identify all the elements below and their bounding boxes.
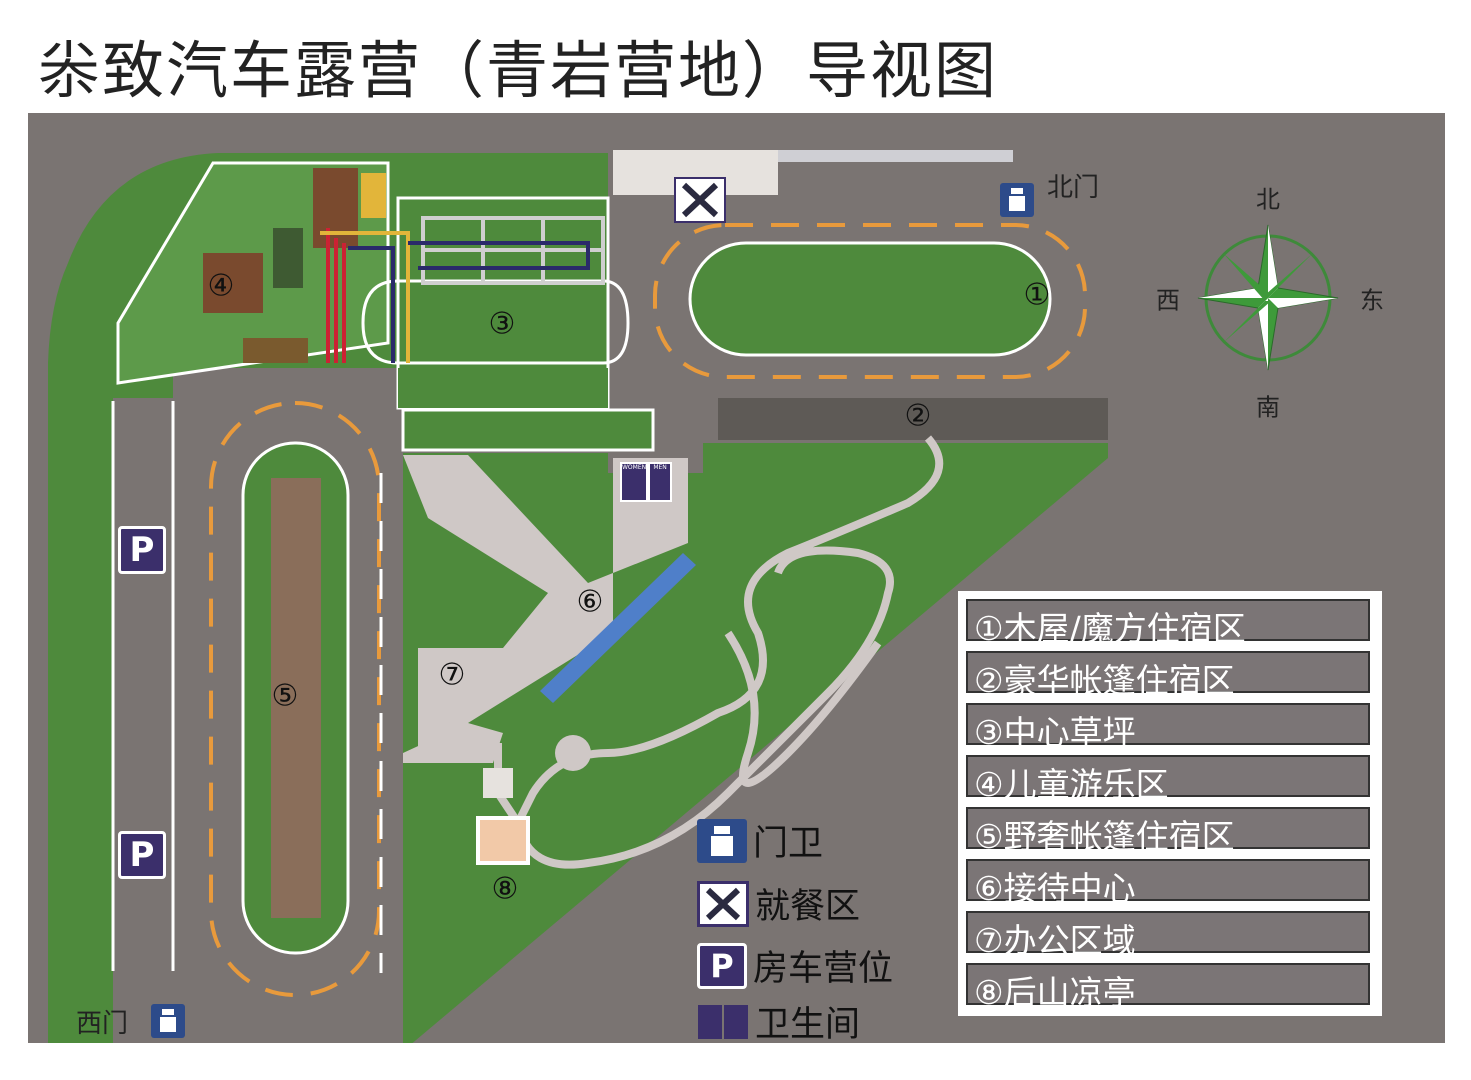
zone-legend: ①木屋/魔方住宿区 ②豪华帐篷住宿区 ③中心草坪 ④儿童游乐区 ⑤野奢帐篷住宿区…: [958, 591, 1382, 1016]
key-parking-label: 房车营位: [753, 949, 894, 989]
compass-rose: [1197, 224, 1339, 371]
key-dining-label: 就餐区: [755, 887, 861, 927]
compass-west-label: 西: [1156, 286, 1180, 315]
zone-marker-2[interactable]: ②: [904, 398, 932, 434]
legend-row-6[interactable]: ⑥接待中心: [966, 859, 1370, 908]
parking-map-icon-2[interactable]: P: [118, 831, 166, 879]
parking-edges: [111, 401, 175, 971]
legend-row-4[interactable]: ④儿童游乐区: [966, 755, 1370, 804]
guard-icon: [160, 1009, 176, 1032]
compass-north-label: 北: [1256, 185, 1280, 214]
west-guard-map-icon[interactable]: [151, 1004, 185, 1038]
track-yellow: [320, 231, 410, 363]
wild-tent-row: [271, 478, 321, 918]
legend-row-label: ⑦办公区域: [974, 921, 1136, 960]
zone-marker-4[interactable]: ④: [207, 268, 235, 304]
key-parking: P 房车营位: [697, 940, 893, 991]
parking-map-icon-1[interactable]: P: [118, 526, 166, 574]
north-guard-map-icon[interactable]: [1000, 183, 1034, 217]
toilet-men-icon: MEN: [650, 464, 670, 500]
north-gate-label: 北门: [1047, 173, 1100, 203]
luxury-tent-row: [718, 398, 1108, 440]
north-gate-bar: [778, 150, 1013, 162]
cabin-loop-road: [653, 223, 1087, 379]
legend-row-1[interactable]: ①木屋/魔方住宿区: [966, 599, 1370, 648]
legend-row-label: ⑧后山凉亭: [974, 973, 1136, 1012]
office-plaza: [403, 723, 503, 763]
zone-marker-1[interactable]: ①: [1023, 277, 1051, 313]
dining-map-icon[interactable]: [674, 177, 726, 223]
key-toilet-label: 卫生间: [755, 1005, 861, 1045]
play-pad: [203, 253, 263, 313]
legend-row-label: ⑥接待中心: [974, 869, 1136, 908]
cabin-zone: [688, 241, 1052, 357]
legend-row-label: ④儿童游乐区: [974, 765, 1169, 804]
legend-row-8[interactable]: ⑧后山凉亭: [966, 963, 1370, 1012]
toilet-map-icon[interactable]: WOMEN MEN: [620, 462, 672, 502]
toilet-icon: [697, 1004, 749, 1040]
legend-row-3[interactable]: ③中心草坪: [966, 703, 1370, 752]
zone-marker-7[interactable]: ⑦: [438, 657, 466, 693]
key-toilet: 卫生间: [697, 996, 860, 1047]
sandbox: [361, 173, 386, 218]
rv-parking-lane: [113, 401, 173, 971]
path-node: [483, 768, 513, 798]
zone-marker-8[interactable]: ⑧: [491, 871, 519, 907]
garden-circle: [555, 735, 591, 771]
legend-row-7[interactable]: ⑦办公区域: [966, 911, 1370, 960]
dining-icon: [697, 880, 749, 927]
zone-marker-5[interactable]: ⑤: [271, 678, 299, 714]
legend-row-label: ③中心草坪: [974, 713, 1136, 752]
compass-south-label: 南: [1256, 393, 1280, 422]
key-dining: 就餐区: [697, 878, 860, 929]
track-loop: [408, 241, 590, 270]
play-mat: [273, 228, 303, 288]
legend-row-label: ②豪华帐篷住宿区: [974, 661, 1235, 700]
guard-icon: [1009, 188, 1025, 211]
track-blue: [348, 246, 395, 363]
site-edge: [28, 1043, 1445, 1051]
lawn-extension: [398, 368, 608, 408]
site-map-drawing: [28, 113, 1445, 1051]
reception-plaza: [403, 455, 688, 753]
play-structure: [313, 168, 358, 248]
zone-marker-3[interactable]: ③: [488, 306, 516, 342]
legend-row-label: ⑤野奢帐篷住宿区: [974, 817, 1235, 856]
zone-marker-6[interactable]: ⑥: [576, 584, 604, 620]
toilet-women-icon: WOMEN: [622, 464, 647, 500]
parking-icon: P: [697, 942, 747, 989]
legend-row-label: ①木屋/魔方住宿区: [974, 609, 1246, 648]
guard-icon: [697, 818, 747, 863]
site-map: [28, 113, 1445, 1051]
page-title: 尜致汽车露营（青岩营地）导视图: [38, 34, 999, 107]
water-feature: [540, 553, 696, 703]
track-red: [326, 228, 346, 363]
play-bench: [243, 338, 308, 363]
lawn-grid-lines: [423, 218, 603, 283]
wild-tent-loop-road: [209, 401, 381, 997]
legend-row-2[interactable]: ②豪华帐篷住宿区: [966, 651, 1370, 700]
west-gate-label: 西门: [76, 1009, 129, 1039]
garden-path-loop: [724, 630, 882, 787]
dining-icon: [681, 182, 719, 218]
key-guard-label: 门卫: [753, 824, 824, 864]
key-guard: 门卫: [697, 815, 823, 866]
tent-strip-area: [401, 408, 655, 452]
legend-row-5[interactable]: ⑤野奢帐篷住宿区: [966, 807, 1370, 856]
compass-east-label: 东: [1360, 286, 1384, 315]
pavilion: [476, 816, 530, 865]
lawn-oval: [361, 279, 630, 365]
